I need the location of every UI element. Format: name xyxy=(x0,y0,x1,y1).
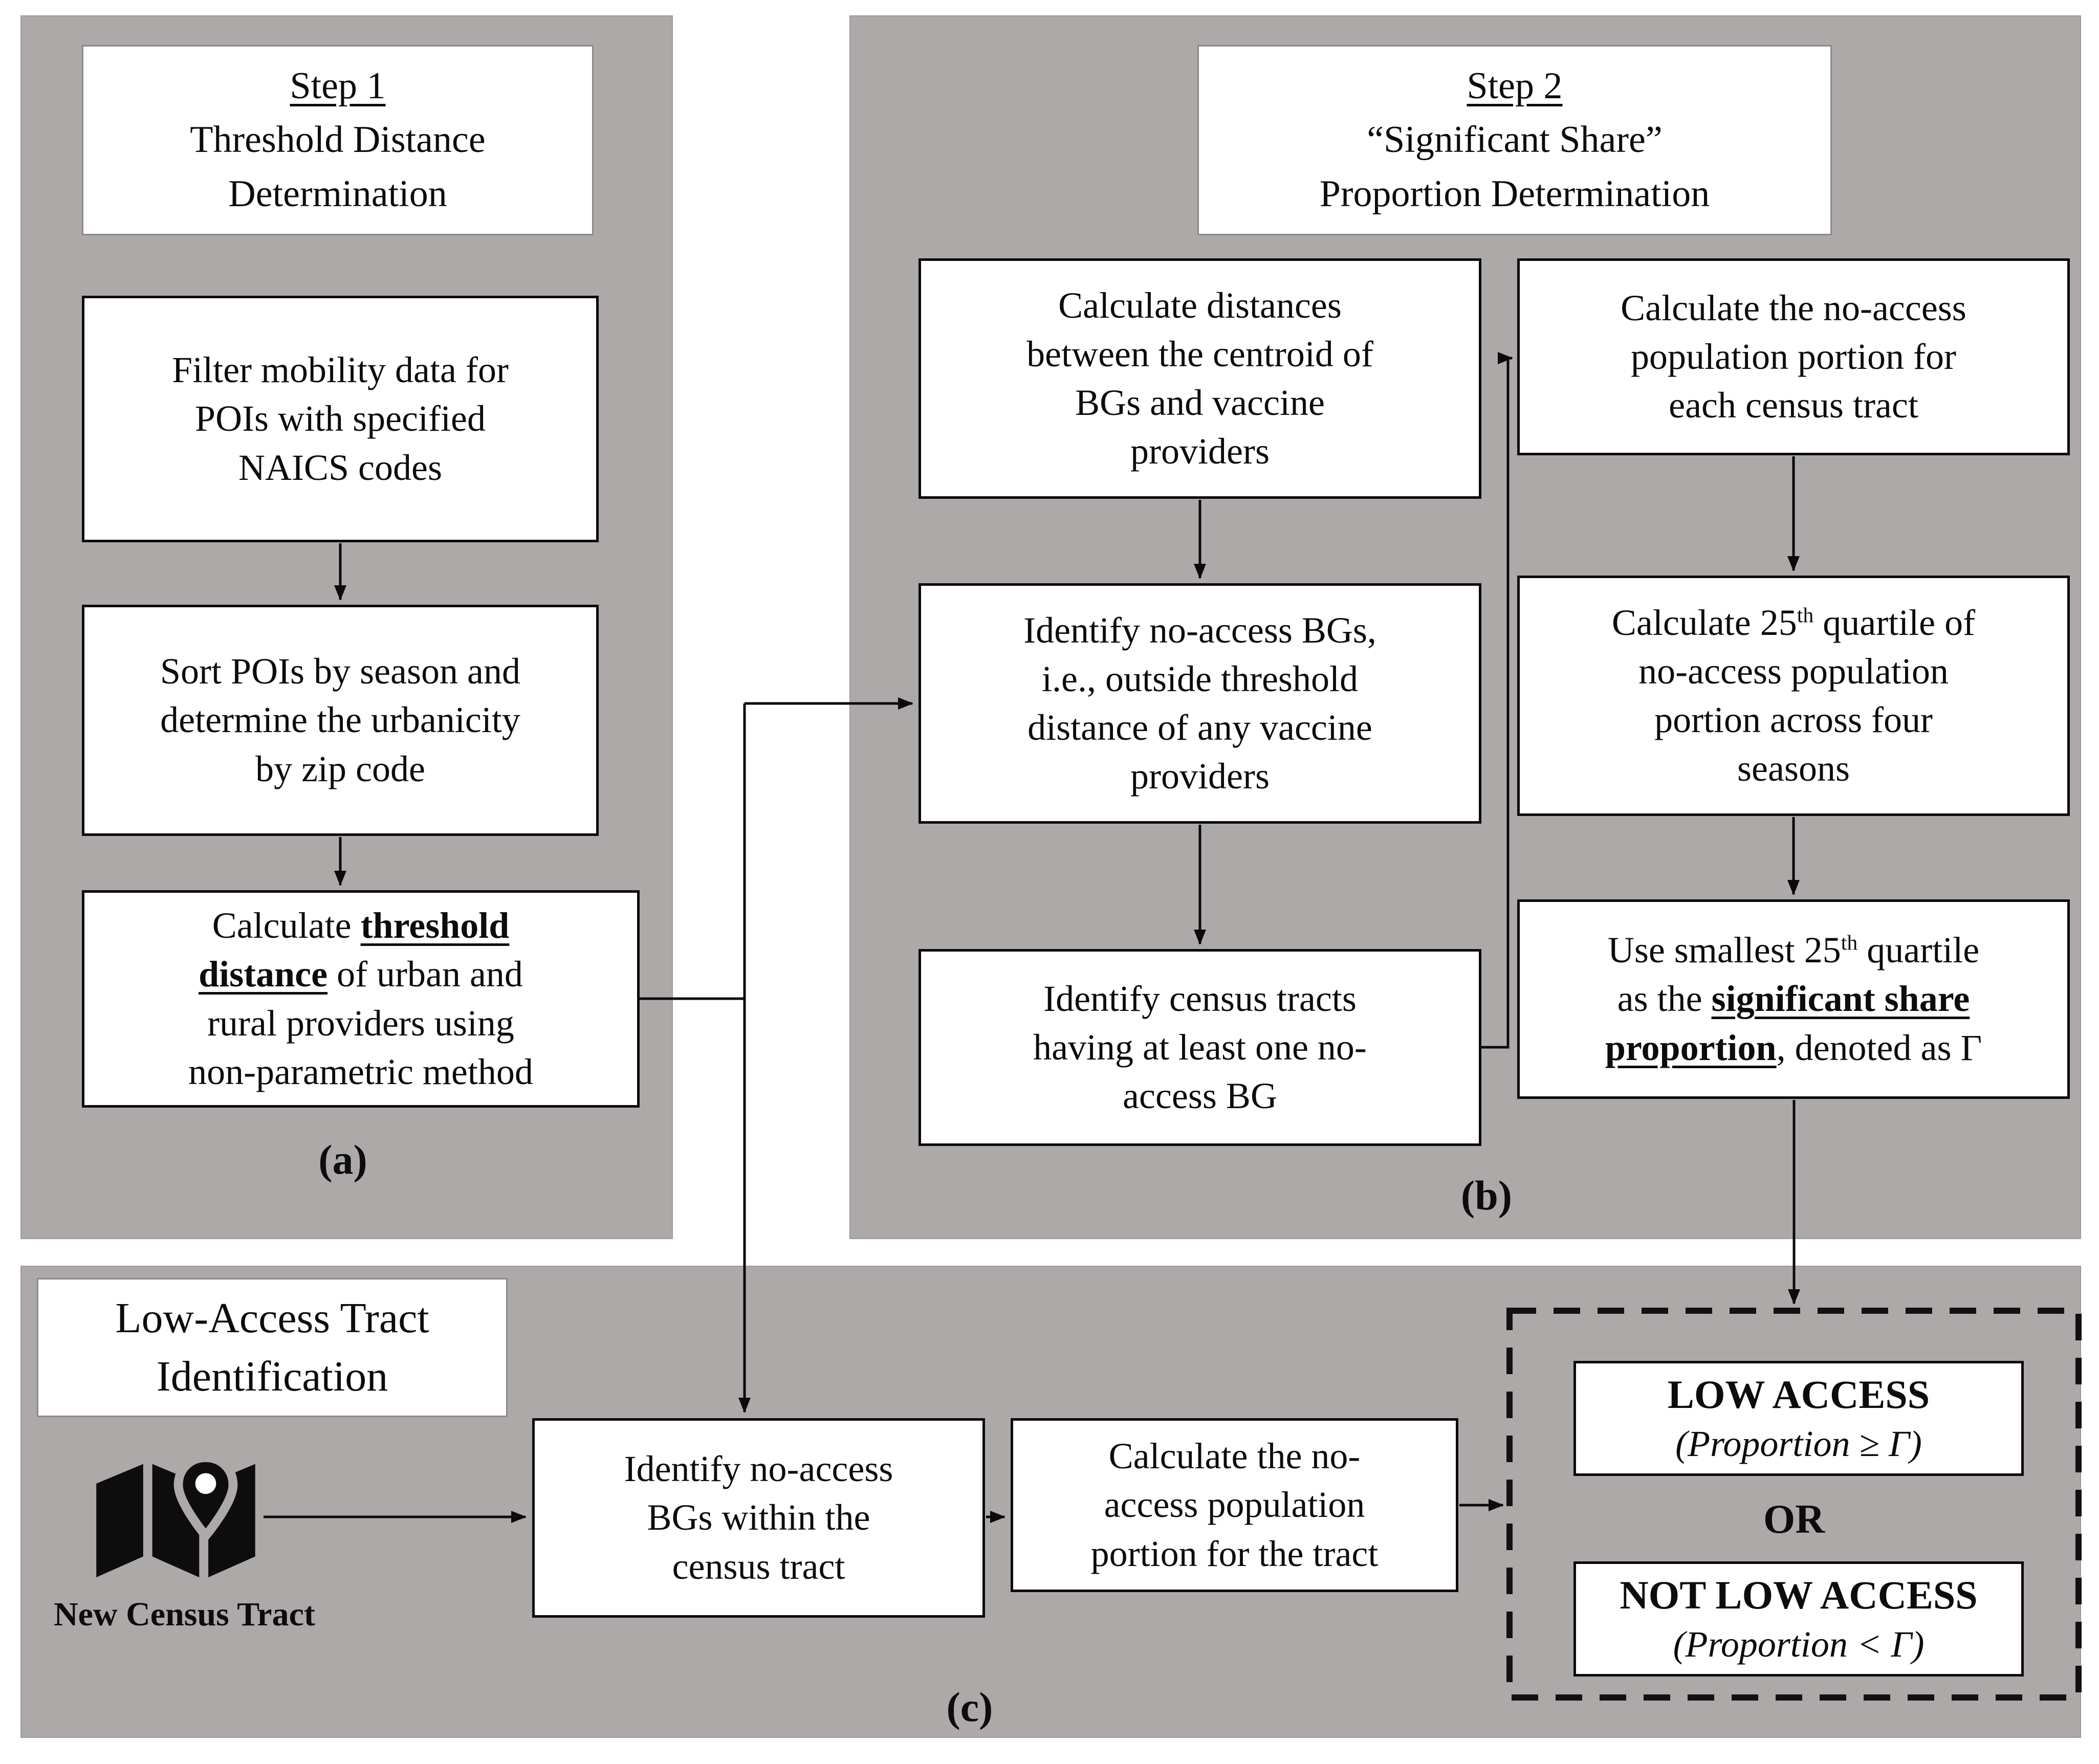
new-census-tract-label: New Census Tract xyxy=(54,1596,315,1633)
panel-b-label: (b) xyxy=(1460,1172,1513,1219)
low-access-outcome-box: LOW ACCESS(Proportion ≥ Γ) xyxy=(1573,1361,2024,1476)
not-low-access-outcome-box: NOT LOW ACCESS(Proportion < Γ) xyxy=(1573,1561,2024,1677)
panel-a-label: (a) xyxy=(318,1136,367,1183)
step2-title-box: Step 2“Significant Share”Proportion Dete… xyxy=(1197,45,1832,235)
identify-no-access-bgs-box: Identify no-access BGs,i.e., outside thr… xyxy=(919,583,1481,824)
location-pin xyxy=(173,1452,238,1543)
location-pin-hole xyxy=(195,1473,216,1494)
or-label: OR xyxy=(1763,1497,1825,1542)
map-location-pin-icon xyxy=(91,1452,263,1583)
panel-c-label: (c) xyxy=(946,1684,993,1730)
map-fold-left xyxy=(96,1464,143,1578)
